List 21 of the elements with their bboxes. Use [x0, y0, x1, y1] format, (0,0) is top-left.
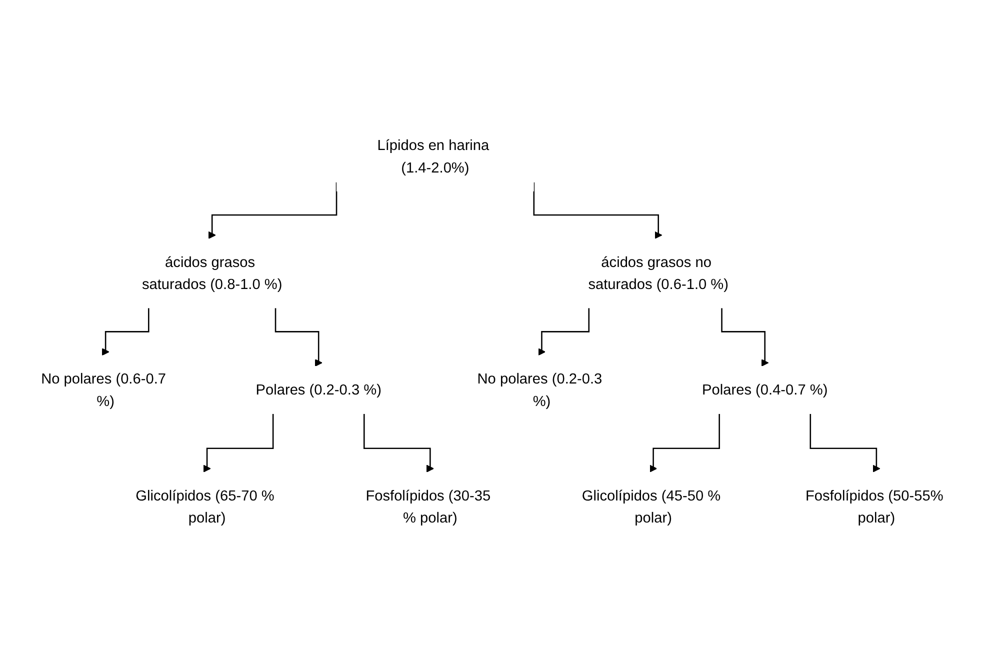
arrow [102, 308, 150, 356]
arrow [203, 414, 274, 472]
arrow [721, 308, 769, 366]
node-text: No polares (0.2-0.3 %) [477, 370, 602, 409]
node-text: No polares (0.6-0.7 %) [41, 370, 166, 409]
node-text: ácidos grasos saturados (0.8-1.0 %) [142, 254, 282, 292]
node-text: Glicolípidos (65-70 % polar) [136, 487, 274, 526]
node-text: Fosfolípidos (30-35 % polar) [366, 487, 491, 526]
arrow [363, 414, 434, 472]
arrow [650, 414, 720, 472]
arrow [208, 182, 338, 239]
node-text: ácidos grasos no saturados (0.6-1.0 %) [588, 254, 728, 292]
arrow [274, 308, 322, 366]
node-text: Fosfolípidos (50-55% polar) [805, 487, 944, 526]
node-text: Polares (0.4-0.7 %) [702, 381, 828, 398]
arrow [538, 308, 590, 356]
node-text: Polares (0.2-0.3 %) [256, 381, 382, 398]
node-text: Lípidos en harina (1.4-2.0%) [377, 137, 490, 176]
arrow [810, 414, 880, 472]
node-text: Glicolípidos (45-50 % polar) [582, 487, 721, 526]
arrow [533, 182, 662, 239]
